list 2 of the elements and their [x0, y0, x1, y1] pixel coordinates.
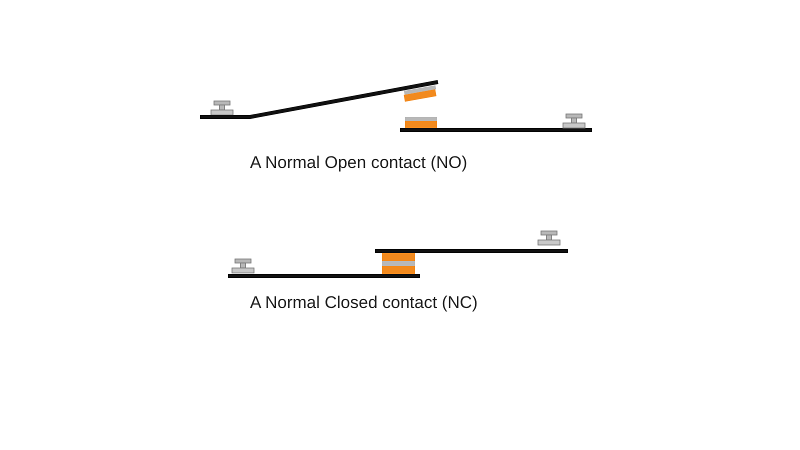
caption: A Normal Open contact (NO)	[250, 152, 468, 174]
caption: A Normal Closed contact (NC)	[250, 292, 478, 314]
